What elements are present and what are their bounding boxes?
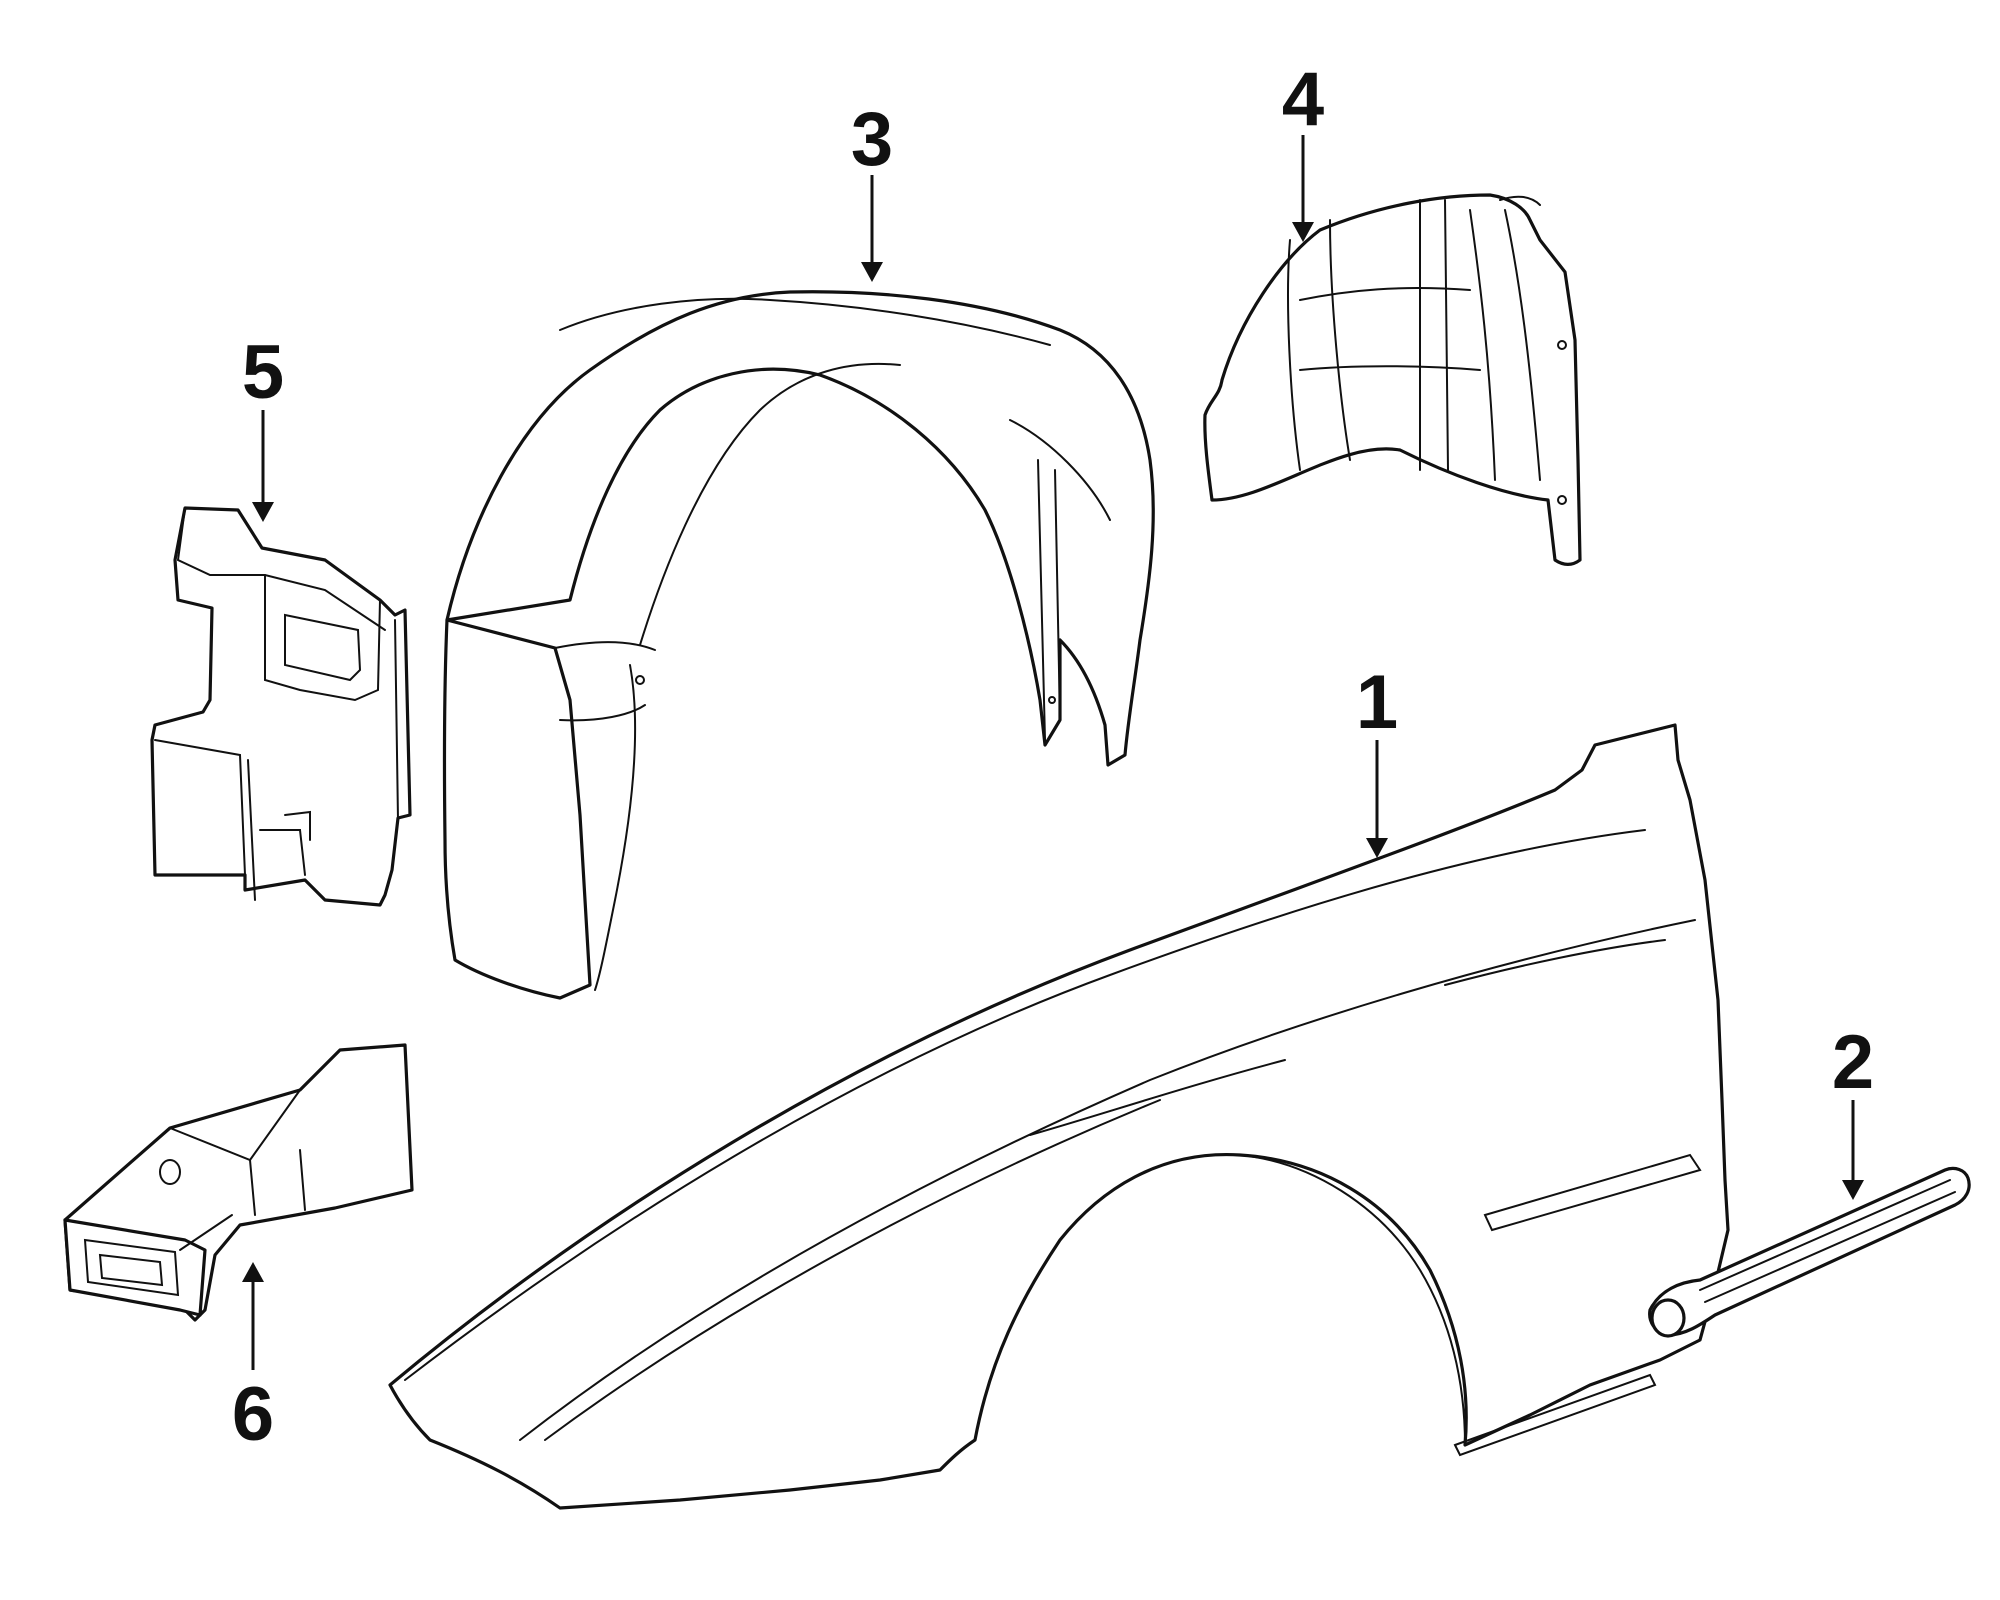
callout-5: 5	[242, 330, 284, 415]
leader-line-4	[1292, 135, 1314, 242]
leader-line-2	[1842, 1100, 1864, 1200]
duct-bracket-part[interactable]	[150, 506, 412, 907]
leader-line-3	[861, 175, 883, 282]
callout-6: 6	[232, 1372, 274, 1457]
molding-part[interactable]	[1648, 1166, 1971, 1338]
callout-2: 2	[1832, 1020, 1874, 1105]
callout-4: 4	[1282, 57, 1324, 142]
fender-part[interactable]	[388, 723, 1730, 1510]
wheel-flare-part[interactable]	[442, 290, 1155, 1000]
callout-3: 3	[851, 97, 893, 182]
inner-liner-part[interactable]	[1203, 193, 1582, 567]
air-duct-part[interactable]	[63, 1043, 414, 1322]
callout-1: 1	[1356, 660, 1398, 745]
leader-line-5	[252, 410, 274, 522]
leader-line-6	[242, 1262, 264, 1370]
leader-line-1	[1366, 740, 1388, 858]
